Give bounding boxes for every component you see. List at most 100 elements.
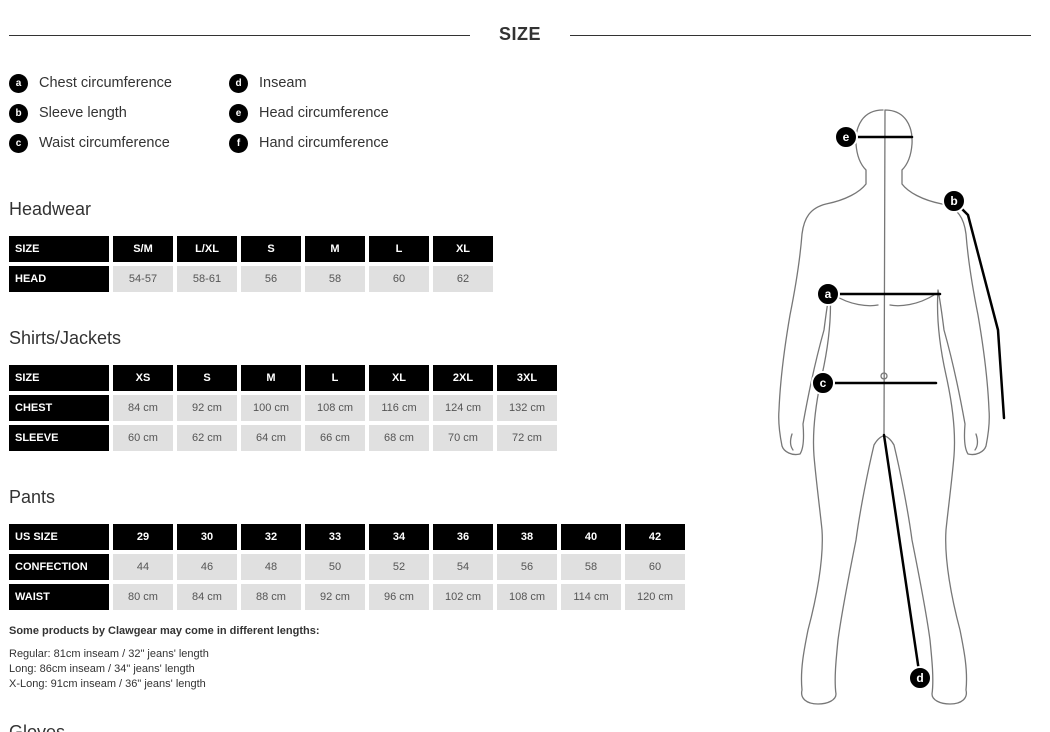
table-header-row: SIZE S/M L/XL S M L XL [9, 236, 497, 262]
value-cell: 84 cm [113, 395, 173, 421]
header-rule-right [570, 35, 1031, 36]
value-cell: 54-57 [113, 266, 173, 292]
header-cell: S [177, 365, 237, 391]
row-label-cell: WAIST [9, 584, 109, 610]
header-label-cell: US SIZE [9, 524, 109, 550]
legend-label: Hand circumference [259, 135, 389, 151]
value-cell: 88 cm [241, 584, 301, 610]
badge-c-icon: c [9, 133, 28, 153]
header-cell: 38 [497, 524, 557, 550]
headwear-title: Headwear [9, 199, 92, 219]
header-cell: 30 [177, 524, 237, 550]
legend-item-chest: a Chest circumference [9, 72, 172, 94]
value-cell: 66 cm [305, 425, 365, 451]
badge-e-icon: e [229, 103, 248, 123]
legend-label: Head circumference [259, 105, 389, 121]
header-cell: 33 [305, 524, 365, 550]
value-cell: 64 cm [241, 425, 301, 451]
header-cell: M [241, 365, 301, 391]
value-cell: 102 cm [433, 584, 493, 610]
badge-a-icon: a [9, 73, 28, 93]
header-cell: XL [433, 236, 493, 262]
legend-item-head: e Head circumference [229, 102, 389, 124]
page-title: SIZE [498, 24, 541, 44]
marker-d-icon: d [908, 666, 932, 690]
value-cell: 62 [433, 266, 493, 292]
body-measurement-figure: e b a c d [760, 100, 1030, 720]
gloves-title: Gloves [9, 722, 66, 732]
value-cell: 60 cm [113, 425, 173, 451]
value-cell: 56 [497, 554, 557, 580]
inseam-measure-line [882, 433, 922, 680]
marker-letter: c [820, 376, 827, 390]
header-cell: 42 [625, 524, 685, 550]
table-header-row: US SIZE 29 30 32 33 34 36 38 40 42 [9, 524, 689, 550]
marker-letter: e [843, 130, 850, 144]
value-cell: 56 [241, 266, 301, 292]
value-cell: 58 [305, 266, 365, 292]
marker-b-icon: b [942, 189, 966, 213]
table-row: CONFECTION 44 46 48 50 52 54 56 58 60 [9, 554, 689, 580]
marker-letter: d [916, 671, 923, 685]
size-header: SIZE [9, 22, 1031, 50]
table-row: CHEST 84 cm 92 cm 100 cm 108 cm 116 cm 1… [9, 395, 561, 421]
shirts-title: Shirts/Jackets [9, 328, 122, 348]
header-cell: 32 [241, 524, 301, 550]
value-cell: 124 cm [433, 395, 493, 421]
value-cell: 100 cm [241, 395, 301, 421]
legend-item-hand: f Hand circumference [229, 132, 389, 154]
header-cell: 34 [369, 524, 429, 550]
header-cell: M [305, 236, 365, 262]
legend-label: Waist circumference [39, 135, 170, 151]
legend-item-waist: c Waist circumference [9, 132, 170, 154]
header-rule-left [9, 35, 470, 36]
value-cell: 60 [625, 554, 685, 580]
header-cell: L [305, 365, 365, 391]
header-cell: 3XL [497, 365, 557, 391]
value-cell: 68 cm [369, 425, 429, 451]
marker-a-icon: a [816, 282, 840, 306]
header-cell: 2XL [433, 365, 493, 391]
value-cell: 60 [369, 266, 429, 292]
header-label-cell: SIZE [9, 236, 109, 262]
row-label-cell: HEAD [9, 266, 109, 292]
header-cell: S/M [113, 236, 173, 262]
table-row: SLEEVE 60 cm 62 cm 64 cm 66 cm 68 cm 70 … [9, 425, 561, 451]
row-label-cell: CONFECTION [9, 554, 109, 580]
legend-label: Sleeve length [39, 105, 127, 121]
header-cell: 40 [561, 524, 621, 550]
header-label-cell: SIZE [9, 365, 109, 391]
row-label-cell: CHEST [9, 395, 109, 421]
legend-label: Inseam [259, 75, 307, 91]
header-cell: XL [369, 365, 429, 391]
notes-line: Long: 86cm inseam / 34" jeans' length [9, 663, 195, 675]
value-cell: 92 cm [305, 584, 365, 610]
notes-line: X-Long: 91cm inseam / 36" jeans' length [9, 678, 206, 690]
legend-item-inseam: d Inseam [229, 72, 307, 94]
header-cell: XS [113, 365, 173, 391]
notes-line: Regular: 81cm inseam / 32" jeans' length [9, 648, 209, 660]
value-cell: 54 [433, 554, 493, 580]
marker-letter: b [950, 194, 957, 208]
value-cell: 44 [113, 554, 173, 580]
value-cell: 72 cm [497, 425, 557, 451]
value-cell: 46 [177, 554, 237, 580]
legend-item-sleeve: b Sleeve length [9, 102, 127, 124]
marker-letter: a [825, 287, 832, 301]
length-notes: Some products by Clawgear may come in di… [9, 625, 529, 692]
marker-c-icon: c [811, 371, 835, 395]
header-cell: 36 [433, 524, 493, 550]
notes-heading: Some products by Clawgear may come in di… [9, 625, 320, 637]
value-cell: 96 cm [369, 584, 429, 610]
table-row: WAIST 80 cm 84 cm 88 cm 92 cm 96 cm 102 … [9, 584, 689, 610]
badge-f-icon: f [229, 133, 248, 153]
header-cell: L/XL [177, 236, 237, 262]
value-cell: 108 cm [497, 584, 557, 610]
pants-title: Pants [9, 487, 56, 507]
table-header-row: SIZE XS S M L XL 2XL 3XL [9, 365, 561, 391]
value-cell: 50 [305, 554, 365, 580]
measurement-legend: a Chest circumference b Sleeve length c … [9, 72, 469, 162]
value-cell: 80 cm [113, 584, 173, 610]
value-cell: 108 cm [305, 395, 365, 421]
